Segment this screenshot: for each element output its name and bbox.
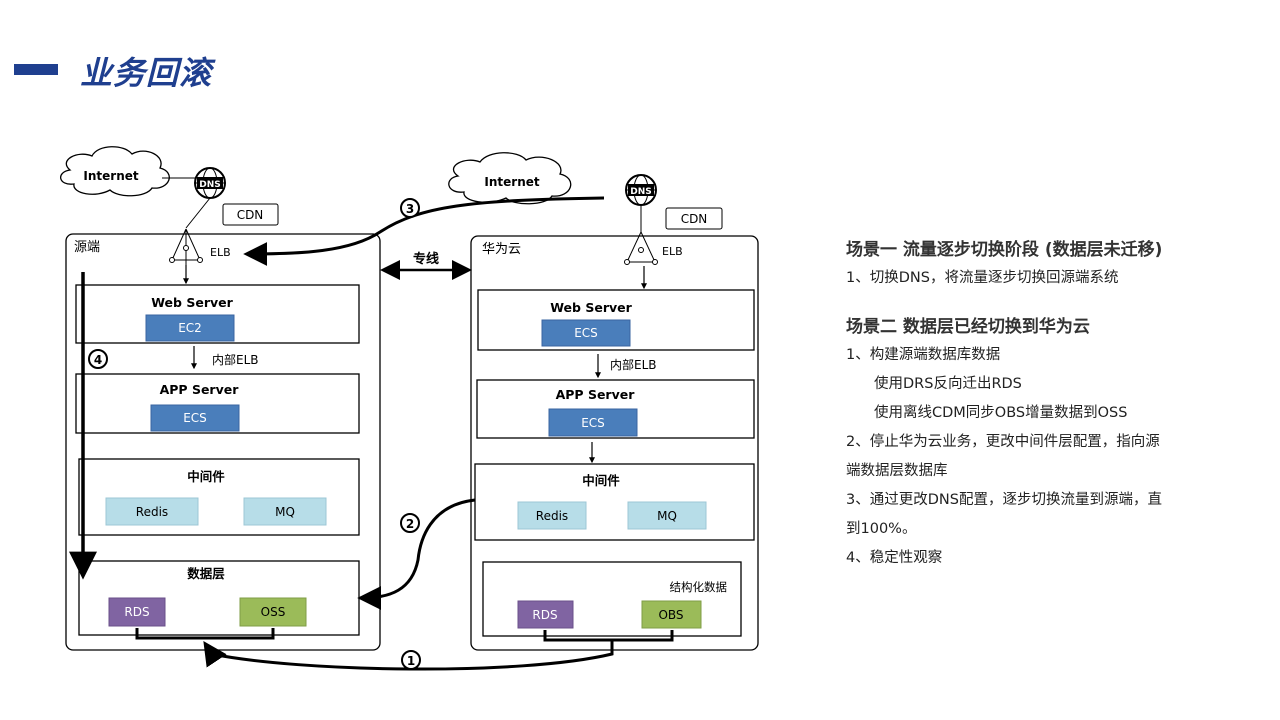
scene2-item-2: 使用DRS反向迁出RDS [874, 376, 1022, 392]
svg-text:ECS: ECS [183, 411, 207, 425]
inner-elb-label-left: 内部ELB [212, 352, 259, 367]
svg-text:Redis: Redis [136, 505, 168, 519]
scene2-item-6: 3、通过更改DNS配置，逐步切换流量到源端，直 [846, 492, 1162, 508]
svg-text:OSS: OSS [261, 605, 286, 619]
huawei-region-label: 华为云 [482, 242, 521, 257]
internet-label-left: Internet [83, 169, 138, 183]
svg-text:中间件: 中间件 [582, 473, 620, 488]
flow-3-arrow [243, 196, 605, 266]
scene1-item-1: 1、切换DNS，将流量逐步切换回源端系统 [846, 270, 1119, 286]
svg-text:4: 4 [94, 353, 102, 367]
svg-text:ECS: ECS [581, 416, 605, 430]
scene1-title: 场景一 流量逐步切换阶段 (数据层未迁移) [846, 240, 1163, 260]
redis-node-right: Redis [517, 501, 587, 530]
rds-node-left: RDS [108, 597, 166, 627]
svg-text:1: 1 [407, 654, 415, 668]
step-badge-2: 2 [400, 513, 420, 533]
svg-text:MQ: MQ [657, 509, 677, 523]
middleware-box-right: 中间件 [474, 463, 755, 541]
ecs-node-app-right: ECS [548, 408, 638, 437]
svg-text:3: 3 [406, 202, 414, 216]
internet-cloud-right: Internet [448, 152, 572, 205]
oss-node-left: OSS [239, 597, 307, 627]
scenario-panel: 场景一 流量逐步切换阶段 (数据层未迁移) 1、切换DNS，将流量逐步切换回源端… [846, 236, 1266, 573]
svg-text:2: 2 [406, 517, 414, 531]
mq-node-right: MQ [627, 501, 707, 530]
ec2-node-left: EC2 [145, 314, 235, 342]
svg-text:APP Server: APP Server [556, 387, 636, 402]
svg-text:CDN: CDN [237, 208, 264, 222]
ecs-node-web-right: ECS [541, 319, 631, 347]
flow-1-right-bracket [543, 630, 674, 642]
dns-globe-icon-left: DNS [194, 167, 226, 199]
svg-text:OBS: OBS [658, 608, 683, 622]
svg-text:MQ: MQ [275, 505, 295, 519]
svg-text:数据层: 数据层 [186, 566, 225, 581]
huawei-region-container [470, 235, 759, 651]
scene2-item-3: 使用离线CDM同步OBS增量数据到OSS [874, 405, 1128, 421]
step-badge-3: 3 [400, 198, 420, 218]
private-link-label: 专线 [413, 251, 439, 267]
scene2-item-8: 4、稳定性观察 [846, 550, 943, 566]
internet-cloud-left: Internet [60, 146, 170, 197]
elb-icon-right [624, 231, 658, 265]
svg-text:Redis: Redis [536, 509, 568, 523]
scene2-item-5: 端数据层数据库 [846, 463, 948, 479]
svg-text:RDS: RDS [532, 608, 557, 622]
mq-node-left: MQ [243, 497, 327, 526]
cdn-box-right: CDN [665, 207, 723, 230]
elb-icon-left [169, 228, 203, 265]
scene2-item-1: 1、构建源端数据库数据 [846, 347, 1001, 363]
svg-text:Web Server: Web Server [550, 300, 632, 315]
flow-1-left-bracket [135, 628, 275, 640]
ecs-node-app-left: ECS [150, 404, 240, 432]
cdn-box-left: CDN [222, 203, 279, 226]
scene2-item-7: 到100%。 [846, 521, 917, 537]
elb-label-right: ELB [662, 245, 683, 258]
svg-text:结构化数据: 结构化数据 [670, 580, 728, 594]
architecture-diagram: Internet Internet DNS DNS CDN CDN 源端 华为云 [60, 146, 759, 671]
svg-text:中间件: 中间件 [187, 469, 225, 484]
elb-label-left: ELB [210, 246, 231, 259]
internet-label-right: Internet [484, 175, 539, 189]
step-badge-4: 4 [88, 349, 108, 369]
svg-text:ECS: ECS [574, 326, 598, 340]
scene2-item-4: 2、停止华为云业务，更改中间件层配置，指向源 [846, 434, 1160, 450]
obs-node-right: OBS [641, 600, 702, 629]
svg-text:EC2: EC2 [178, 321, 202, 335]
rds-node-right: RDS [517, 600, 574, 629]
inner-elb-label-right: 内部ELB [610, 357, 657, 372]
svg-text:CDN: CDN [681, 212, 708, 226]
page-title: 业务回滚 [80, 54, 213, 92]
dns-globe-icon-right: DNS [625, 174, 657, 206]
dns-label-left: DNS [199, 180, 221, 190]
title-accent-bar [14, 64, 58, 75]
svg-text:RDS: RDS [124, 605, 149, 619]
scene2-title: 场景二 数据层已经切换到华为云 [846, 317, 1090, 337]
svg-text:Web Server: Web Server [151, 295, 233, 310]
source-region-label: 源端 [74, 240, 100, 255]
svg-text:APP Server: APP Server [160, 382, 240, 397]
redis-node-left: Redis [105, 497, 199, 526]
dns-label-right: DNS [630, 187, 652, 197]
dns-elb-link-left [185, 197, 211, 229]
flow-2-arrow [357, 498, 476, 610]
step-badge-1: 1 [401, 650, 421, 670]
